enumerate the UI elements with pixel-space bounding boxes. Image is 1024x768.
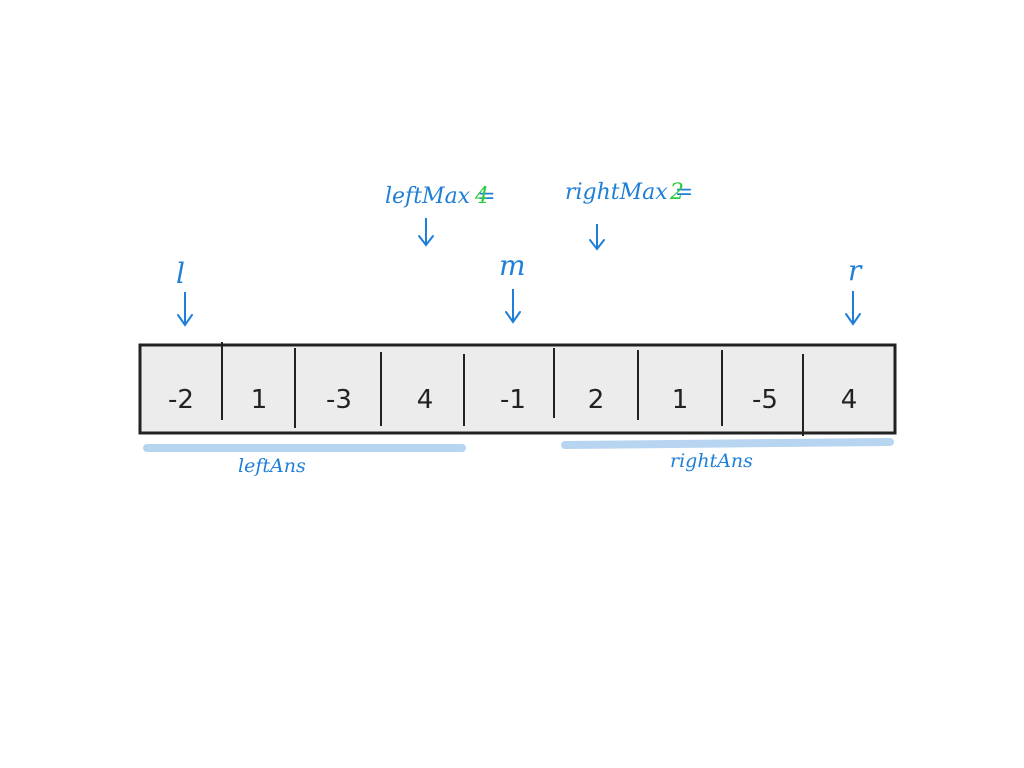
pointer-r-label: r (848, 254, 863, 287)
pointer-r-arrowhead-icon (845, 313, 861, 326)
array-cell-7: -5 (752, 385, 778, 415)
left-range: leftAns (143, 444, 466, 477)
left-max-value: 4 (474, 184, 489, 209)
array-cell-3: 4 (417, 385, 434, 415)
right-max-arrowhead-icon (589, 239, 605, 251)
array-cell-5: 2 (588, 385, 605, 415)
right-ans-label: rightAns (670, 450, 753, 472)
left-max-annotation: leftMax = 4 (385, 184, 496, 247)
right-range-highlight (561, 438, 894, 449)
right-max-value: 2 (669, 180, 684, 205)
pointer-r: r (845, 254, 863, 326)
array-cell-4: -1 (500, 385, 526, 415)
left-max-arrowhead-icon (418, 235, 434, 247)
array-cell-8: 4 (841, 385, 858, 415)
array-cell-0: -2 (168, 385, 194, 415)
pointer-m-arrowhead-icon (505, 311, 521, 324)
right-max-label: rightMax = (565, 180, 693, 205)
array-cell-1: 1 (251, 385, 268, 415)
array-cell-6: 1 (672, 385, 689, 415)
right-max-annotation: rightMax = 2 (565, 180, 693, 251)
left-max-label: leftMax = (385, 184, 496, 209)
pointer-m: m (499, 249, 526, 324)
pointer-m-label: m (499, 249, 526, 282)
pointer-l: l (176, 257, 193, 327)
right-range: rightAns (561, 438, 894, 472)
pointer-l-label: l (176, 257, 185, 290)
array-box (138, 343, 897, 435)
left-ans-label: leftAns (238, 455, 306, 477)
pointer-l-arrowhead-icon (177, 314, 193, 327)
array: -2 1 -3 4 -1 2 1 -5 4 (138, 342, 897, 436)
array-cell-2: -3 (326, 385, 352, 415)
